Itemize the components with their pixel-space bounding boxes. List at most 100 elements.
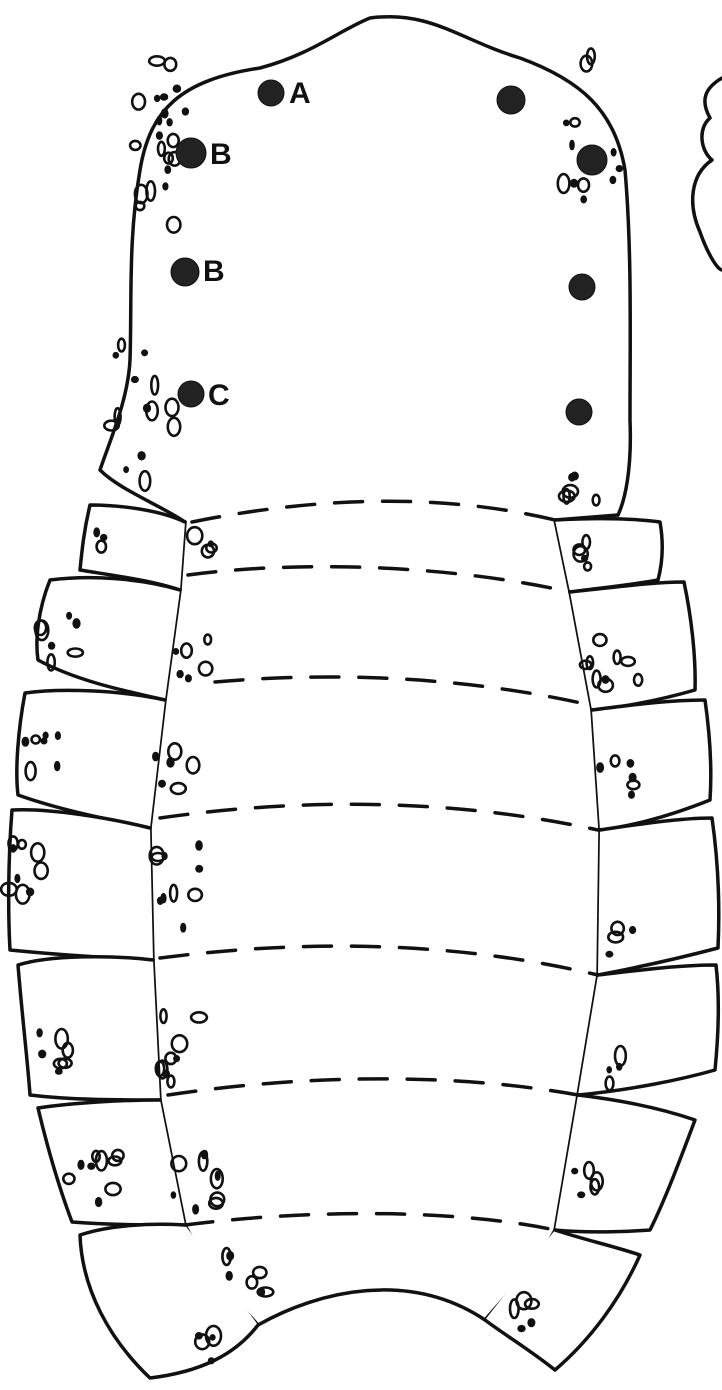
tubercle-1-6 [155,96,159,101]
dot-right-3 [569,274,595,300]
tubercle-2-0 [125,467,128,471]
tubercle-3-3 [617,166,622,171]
tubercle-11-3 [23,738,28,745]
right-plate-6 [555,1095,695,1232]
tubercle-9-1 [174,649,178,653]
tubercle-22-1 [578,1193,584,1197]
dot-right-1 [497,86,525,114]
dot-right-4 [566,399,592,425]
tubercle-11-1 [55,762,59,770]
tubercle-25-4 [519,1326,525,1331]
tubercle-3-6 [571,180,577,186]
tubercle-3-2 [611,177,615,183]
tubercle-23-1 [228,1252,233,1259]
tubercle-7-4 [582,556,587,560]
tubercle-12-2 [153,753,158,760]
tubercle-21-0 [216,1172,219,1180]
tubercle-12-5 [168,759,174,767]
left-plate-6 [38,1100,185,1225]
tubercle-0-1 [164,58,176,71]
tubercle-22-0 [572,1169,577,1173]
tubercle-20-6 [96,1198,101,1205]
tubercle-10-7 [603,676,608,682]
tubercle-17-3 [39,1051,45,1057]
right-plate-4 [598,818,719,975]
tubercle-11-4 [44,733,48,738]
tubercle-0-0 [168,119,172,125]
tubercle-0-4 [149,56,165,65]
dot-b-lower [171,258,199,286]
tubercle-1-1 [132,94,145,110]
tubercle-13-4 [629,792,633,798]
tubercle-6-3 [209,542,213,546]
dot-c [178,381,204,407]
tubercle-0-5 [166,167,170,173]
tubercle-0-3 [157,133,162,139]
tubercle-12-4 [159,781,164,786]
left-plate-4 [9,810,153,960]
tubercle-15-8 [163,853,167,859]
tubercle-15-1 [197,866,202,871]
tubercle-25-2 [529,1319,534,1326]
tubercle-11-5 [56,733,60,739]
tubercle-20-3 [79,1161,84,1169]
tubercle-0-7 [158,117,161,124]
tubercle-2-4 [118,339,125,352]
tubercle-3-11 [564,121,568,125]
dot-b-upper [176,138,206,168]
tubercle-24-0 [209,1359,213,1364]
tubercle-16-1 [607,952,612,956]
right-plate-2 [570,582,695,710]
label-b-lower: B [203,255,225,288]
tubercle-23-6 [227,1272,232,1279]
tubercle-24-2 [211,1335,215,1339]
tubercle-1-8 [130,141,140,150]
tubercle-21-6 [193,1205,197,1213]
right-plate-1 [555,519,662,592]
tubercle-0-6 [174,86,180,92]
tubercle-4-5 [572,473,578,479]
tubercle-15-0 [197,842,202,850]
tubercle-13-0 [597,764,602,772]
label-a: A [289,77,311,110]
dot-a [258,80,284,106]
left-plate-3 [17,690,165,828]
tubercle-19-1 [608,1067,611,1072]
tubercle-17-4 [38,1030,42,1037]
tubercle-1-4 [162,110,167,117]
tubercle-16-3 [630,927,635,933]
tubercle-3-4 [571,141,574,149]
tubercle-9-4 [178,671,183,677]
dot-right-2 [577,145,607,175]
tubercle-2-10 [144,405,150,412]
tubercle-0-9 [183,109,188,115]
tubercle-8-3 [49,643,54,648]
tubercle-2-6 [139,452,145,459]
right-plate-5 [578,965,718,1095]
adjacent-fragment-outline [693,78,722,270]
tubercle-17-2 [56,1070,61,1074]
tubercle-14-5 [16,875,19,882]
tubercle-2-2 [142,351,146,355]
tubercle-5-2 [95,529,99,536]
tubercle-5-0 [101,535,106,540]
tubercle-9-5 [186,676,190,682]
tubercle-11-6 [42,739,46,743]
tubercle-2-8 [114,353,118,357]
right-plate-3 [592,700,711,830]
tubercle-2-3 [132,377,137,382]
tubercle-13-1 [628,760,633,766]
tubercle-3-8 [612,149,615,155]
tubercle-8-5 [67,613,70,618]
tubercle-1-0 [164,184,168,190]
tubercle-8-1 [74,619,80,627]
label-c: C [208,379,230,412]
tubercle-23-4 [260,1289,263,1295]
tubercle-3-7 [582,197,586,203]
tubercle-0-8 [161,95,167,100]
tubercle-15-9 [162,894,166,902]
label-b-upper: B [210,138,232,171]
tubercle-20-2 [89,1164,95,1169]
